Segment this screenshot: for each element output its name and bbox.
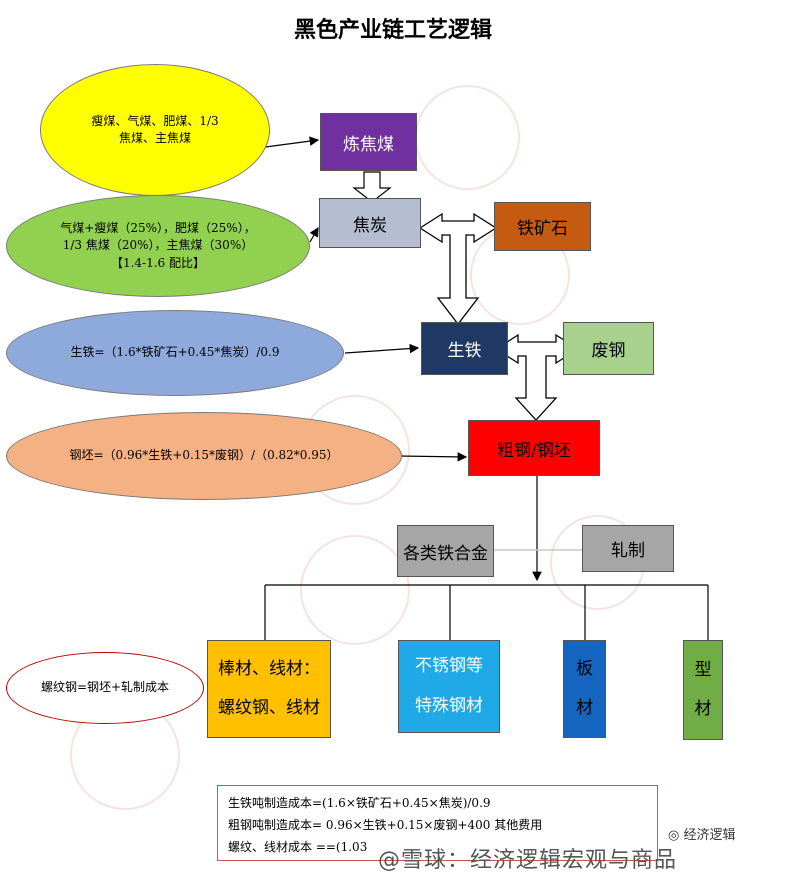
cost-summary-box: 生铁吨制造成本=(1.6×铁矿石+0.45×焦炭)/0.9 粗钢吨制造成本= 0… <box>217 785 658 861</box>
wechat-icon: ◎ <box>668 828 684 843</box>
crude-steel-node: 粗钢/钢坯 <box>468 420 600 476</box>
billet-formula-text: 钢坯=（0.96*生铁+0.15*废钢）/（0.82*0.95） <box>69 448 339 463</box>
watermark <box>300 535 410 645</box>
pig-iron-formula-text: 生铁=（1.6*铁矿石+0.45*焦炭）/0.9 <box>70 345 280 360</box>
long-products-line: 棒材、线材： <box>218 658 320 679</box>
arrow-pig-formula-to-pig-iron <box>344 343 420 354</box>
plate-node: 板 材 <box>563 640 606 738</box>
coke-blend-line: 【1.4-1.6 配比】 <box>110 255 206 270</box>
plate-line: 板 <box>576 658 593 679</box>
plate-line: 材 <box>576 698 593 718</box>
rebar-formula-text: 螺纹钢=钢坯+轧制成本 <box>40 680 170 695</box>
brand-watermark: @雪球：经济逻辑宏观与商品 <box>378 848 678 873</box>
billet-formula-ellipse: 钢坯=（0.96*生铁+0.15*废钢）/（0.82*0.95） <box>6 412 402 500</box>
iron-ore-node: 铁矿石 <box>494 202 591 251</box>
stainless-line: 不锈钢等 <box>415 656 483 677</box>
section-line: 材 <box>694 699 712 719</box>
section-line: 型 <box>694 659 712 680</box>
rebar-formula-ellipse: 螺纹钢=钢坯+轧制成本 <box>6 652 204 724</box>
cost-summary-line: 螺纹、线材成本 ==(1.03 <box>228 840 368 854</box>
ferroalloy-node: 各类铁合金 <box>397 525 494 577</box>
stainless-line: 特殊钢材 <box>415 695 483 716</box>
coal-types-ellipse: 瘦煤、气煤、肥煤、1/3 焦煤、主焦煤 <box>40 64 270 196</box>
block-arrow-coke-ore-to-pig-iron <box>418 212 498 326</box>
section-node: 型 材 <box>683 640 723 740</box>
coal-types-line: 瘦煤、气煤、肥煤、1/3 <box>91 113 219 128</box>
cost-summary-line: 粗钢吨制造成本= 0.96×生铁+0.15×废钢+400 其他费用 <box>228 818 543 832</box>
wechat-account-label: ◎ 经济逻辑 <box>668 824 736 843</box>
block-arrow-coking-to-coke <box>352 171 392 203</box>
coal-types-line: 焦煤、主焦煤 <box>118 131 191 145</box>
coke-blend-line: 1/3 焦煤（20%），主焦煤（30%） <box>62 238 254 253</box>
cost-summary-line: 生铁吨制造成本=(1.6×铁矿石+0.45×焦炭)/0.9 <box>228 796 491 810</box>
account-name: 经济逻辑 <box>683 828 736 843</box>
coke-blend-ellipse: 气煤+瘦煤（25%），肥煤（25%）， 1/3 焦煤（20%），主焦煤（30%）… <box>6 195 310 297</box>
arrow-billet-formula-to-crude-steel <box>397 452 468 462</box>
stainless-node: 不锈钢等 特殊钢材 <box>398 640 500 733</box>
pig-iron-node: 生铁 <box>421 322 508 375</box>
coke-node: 焦炭 <box>319 198 421 248</box>
rolling-node: 轧制 <box>582 525 674 572</box>
long-products-node: 棒材、线材： 螺纹钢、线材 <box>207 640 331 738</box>
arrow-blend-to-coke <box>309 226 319 243</box>
pig-iron-formula-ellipse: 生铁=（1.6*铁矿石+0.45*焦炭）/0.9 <box>6 310 344 396</box>
block-arrow-pig-scrap-to-crude <box>494 333 580 421</box>
arrow-coal-types-to-coking-coal <box>257 136 320 149</box>
scrap-node: 废钢 <box>563 322 654 375</box>
long-products-line: 螺纹钢、线材 <box>218 698 320 718</box>
diagram-title: 黑色产业链工艺逻辑 <box>293 18 492 43</box>
coking-coal-node: 炼焦煤 <box>320 113 417 171</box>
coke-blend-line: 气煤+瘦煤（25%），肥煤（25%）， <box>60 220 256 235</box>
